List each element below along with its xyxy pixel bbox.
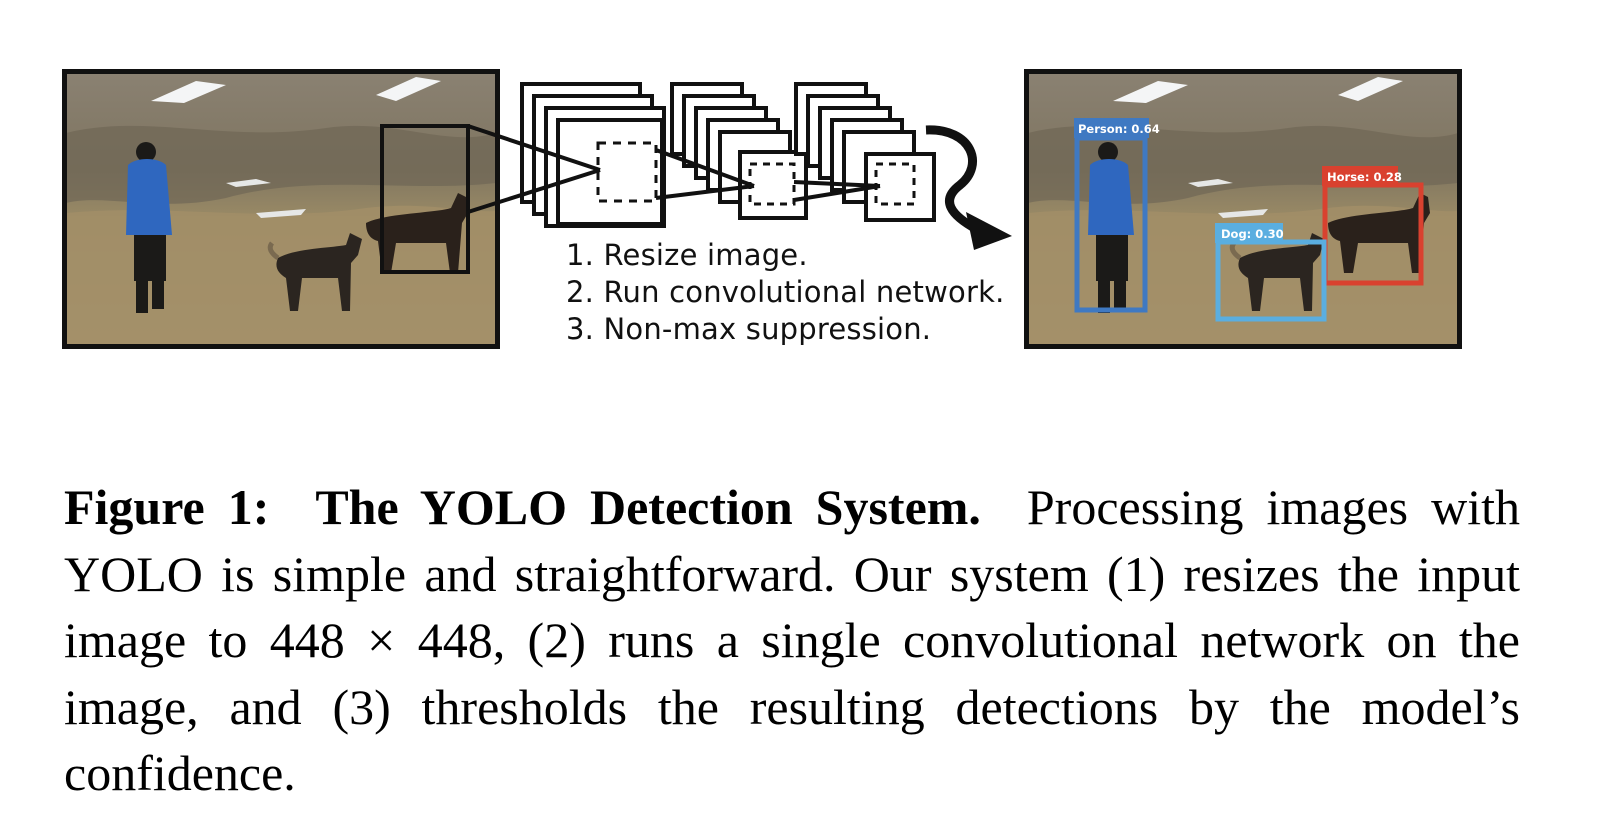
horse-detection-box — [1322, 166, 1424, 286]
caption-body: Processing images with YOLO is simple an… — [64, 479, 1520, 801]
cnn-layers-stack-3 — [794, 82, 936, 222]
cnn-layers-stack-2 — [670, 82, 808, 220]
dog-detection-label: Dog: 0.30 — [1221, 227, 1284, 241]
step-3-text: 3. Non-max suppression. — [566, 312, 932, 346]
step-1-text: 1. Resize image. — [566, 238, 808, 272]
person-detection-label: Person: 0.64 — [1078, 122, 1160, 136]
cnn-layers-stack-1 — [520, 82, 666, 228]
output-image: Person: 0.64 Horse: 0.28 Dog: 0.30 — [1024, 69, 1462, 349]
horse-detection-label: Horse: 0.28 — [1327, 170, 1402, 184]
input-image — [62, 69, 500, 349]
dog-detection-box — [1215, 223, 1327, 322]
yolo-pipeline-figure: Person: 0.64 Horse: 0.28 Dog: 0.30 1. Re… — [0, 0, 1610, 400]
output-arrow — [925, 125, 1012, 250]
caption-label: Figure 1: — [64, 479, 270, 535]
pipeline-diagram: Person: 0.64 Horse: 0.28 Dog: 0.30 — [62, 69, 1462, 349]
connection-lines — [467, 124, 881, 214]
person-detection-box — [1074, 118, 1149, 313]
step-2-text: 2. Run convolutional network. — [566, 275, 1005, 309]
figure-caption: Figure 1: The YOLO Detection System. Pro… — [64, 474, 1520, 807]
caption-title: The YOLO Detection System. — [315, 479, 981, 535]
